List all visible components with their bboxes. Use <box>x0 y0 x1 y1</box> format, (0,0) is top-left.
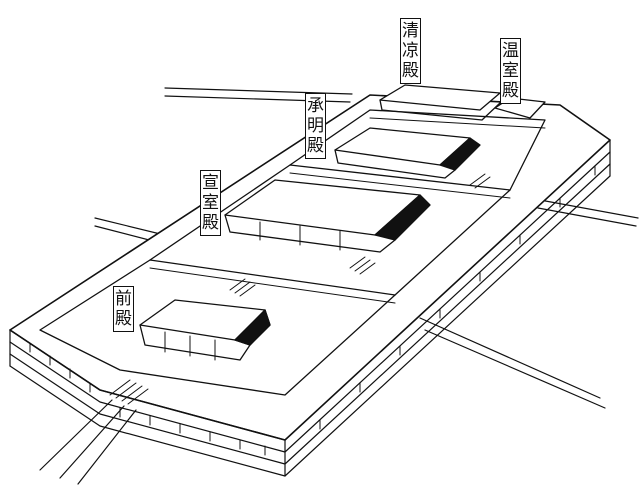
label-char: 殿 <box>115 309 132 329</box>
xuan-shi-hall-building <box>224 179 431 253</box>
label-text: 宣室殿 <box>202 173 219 233</box>
label-text: 承明殿 <box>307 96 324 156</box>
label-char: 温 <box>502 41 519 61</box>
label-char: 前 <box>115 289 132 309</box>
front-hall-building <box>139 299 271 361</box>
label-char: 殿 <box>307 136 324 156</box>
label-cheng-ming-dian: 承明殿 <box>305 93 326 159</box>
stairways <box>109 173 491 405</box>
label-char: 凉 <box>402 41 419 61</box>
approach-roads <box>39 87 639 485</box>
label-qing-liang-dian: 清凉殿 <box>400 18 421 84</box>
label-char: 室 <box>202 193 219 213</box>
label-char: 宣 <box>202 173 219 193</box>
label-xuan-shi-dian: 宣室殿 <box>200 170 221 236</box>
label-char: 室 <box>502 61 519 81</box>
label-text: 清凉殿 <box>402 21 419 81</box>
label-char: 明 <box>307 116 324 136</box>
label-text: 前殿 <box>115 289 132 329</box>
label-char: 殿 <box>202 213 219 233</box>
label-char: 清 <box>402 21 419 41</box>
label-char: 殿 <box>402 61 419 81</box>
label-qian-dian: 前殿 <box>113 286 134 332</box>
label-text: 温室殿 <box>502 41 519 101</box>
label-char: 承 <box>307 96 324 116</box>
label-char: 殿 <box>502 81 519 101</box>
label-wen-shi-dian: 温室殿 <box>500 38 521 104</box>
cheng-ming-hall-building <box>334 127 481 179</box>
outer-terrace <box>9 94 611 477</box>
